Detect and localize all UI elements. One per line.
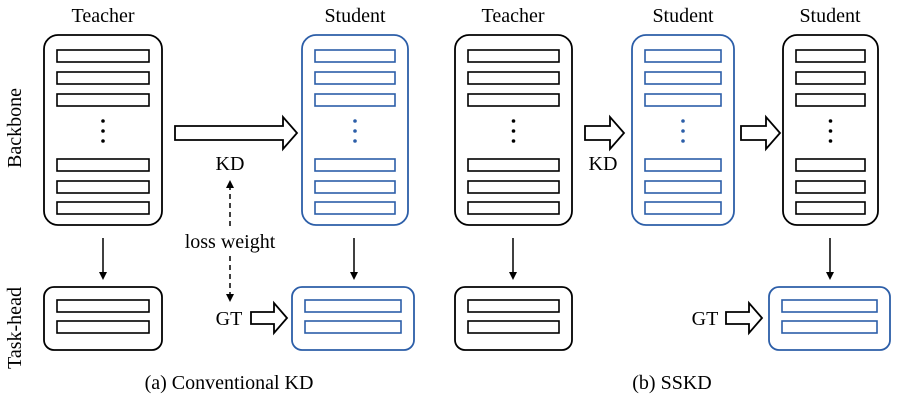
layer-bar: [56, 49, 150, 63]
panel-a-caption: (a) Conventional KD: [145, 372, 314, 394]
layer-bar: [56, 158, 150, 172]
layer-bar: [56, 201, 150, 215]
panel-b-progressive-block-arrow: [740, 114, 782, 152]
layer-bar: [56, 93, 150, 107]
layer-bar: [467, 201, 560, 215]
ellipsis-dot: [511, 129, 516, 133]
layer-bar: [644, 93, 722, 107]
layer-bar: [304, 320, 402, 334]
layer-bar: [644, 158, 722, 172]
row-label-task-head: Task-head: [4, 287, 26, 369]
panel-b-student2-title: Student: [799, 5, 861, 27]
task-head-container: [291, 286, 415, 351]
ellipsis-dot: [681, 129, 685, 133]
panel-b-teacher-title: Teacher: [482, 5, 545, 27]
ellipsis-dot: [828, 129, 833, 133]
loss-weight-label: loss weight: [185, 231, 276, 253]
panel-b-student1-title: Student: [652, 5, 714, 27]
panel-a-gt-label: GT: [216, 308, 243, 330]
ellipsis-dot: [353, 119, 357, 123]
ellipsis-dot: [101, 139, 105, 143]
panel-a-student-task-head: [291, 286, 415, 351]
ellipsis-dot: [353, 139, 357, 143]
layer-bar: [644, 71, 722, 85]
layer-bar: [56, 299, 150, 313]
layer-bar: [467, 71, 560, 85]
layer-bar: [467, 180, 560, 194]
layer-bar: [781, 320, 878, 334]
panel-a-teacher-backbone: [43, 34, 163, 226]
layer-bar: [467, 49, 560, 63]
layer-bar: [795, 158, 866, 172]
layer-bar: [795, 49, 866, 63]
layer-bar: [56, 71, 150, 85]
ellipsis-dot: [353, 129, 357, 133]
ellipsis-dot: [101, 129, 105, 133]
panel-b-student2-task-head: [768, 286, 891, 351]
layer-bar: [467, 158, 560, 172]
layer-bar: [644, 201, 722, 215]
ellipsis-dot: [681, 139, 685, 143]
task-head-container: [43, 286, 163, 351]
layer-bar: [314, 180, 396, 194]
row-label-backbone: Backbone: [4, 88, 26, 168]
layer-bar: [314, 158, 396, 172]
layer-bar: [795, 201, 866, 215]
panel-a-teacher-task-head: [43, 286, 163, 351]
panel-a-kd-label: KD: [216, 153, 245, 175]
layer-bar: [467, 93, 560, 107]
ellipsis-dot: [681, 119, 685, 123]
panel-a-student-backbone: [301, 34, 409, 226]
ellipsis-dot: [511, 119, 516, 123]
ellipsis-dot: [101, 119, 105, 123]
panel-b-teacher-backbone: [454, 34, 573, 226]
panel-b-student1-backbone: [631, 34, 735, 226]
panel-b-kd-label: KD: [589, 153, 618, 175]
layer-bar: [314, 201, 396, 215]
layer-bar: [795, 71, 866, 85]
layer-bar: [781, 299, 878, 313]
layer-bar: [644, 180, 722, 194]
panel-a-kd-block-arrow: [174, 114, 299, 152]
ellipsis-dot: [511, 139, 516, 143]
layer-bar: [56, 320, 150, 334]
layer-bar: [56, 180, 150, 194]
panel-b-gt-block-arrow: [725, 300, 764, 336]
layer-bar: [314, 71, 396, 85]
task-head-container: [768, 286, 891, 351]
panel-b-student2-backbone: [782, 34, 879, 226]
layer-bar: [795, 93, 866, 107]
panel-a-teacher-title: Teacher: [72, 5, 135, 27]
task-head-container: [454, 286, 573, 351]
ellipsis-dot: [828, 119, 833, 123]
layer-bar: [314, 93, 396, 107]
layer-bar: [314, 49, 396, 63]
layer-bar: [644, 49, 722, 63]
panel-b-caption: (b) SSKD: [632, 372, 711, 394]
panel-b-gt-label: GT: [692, 308, 719, 330]
panel-a-gt-block-arrow: [250, 300, 289, 336]
layer-bar: [795, 180, 866, 194]
layer-bar: [467, 320, 560, 334]
layer-bar: [304, 299, 402, 313]
layer-bar: [467, 299, 560, 313]
panel-b-kd-block-arrow: [584, 114, 626, 152]
ellipsis-dot: [828, 139, 833, 143]
panel-a-student-title: Student: [324, 5, 386, 27]
panel-b-teacher-task-head: [454, 286, 573, 351]
